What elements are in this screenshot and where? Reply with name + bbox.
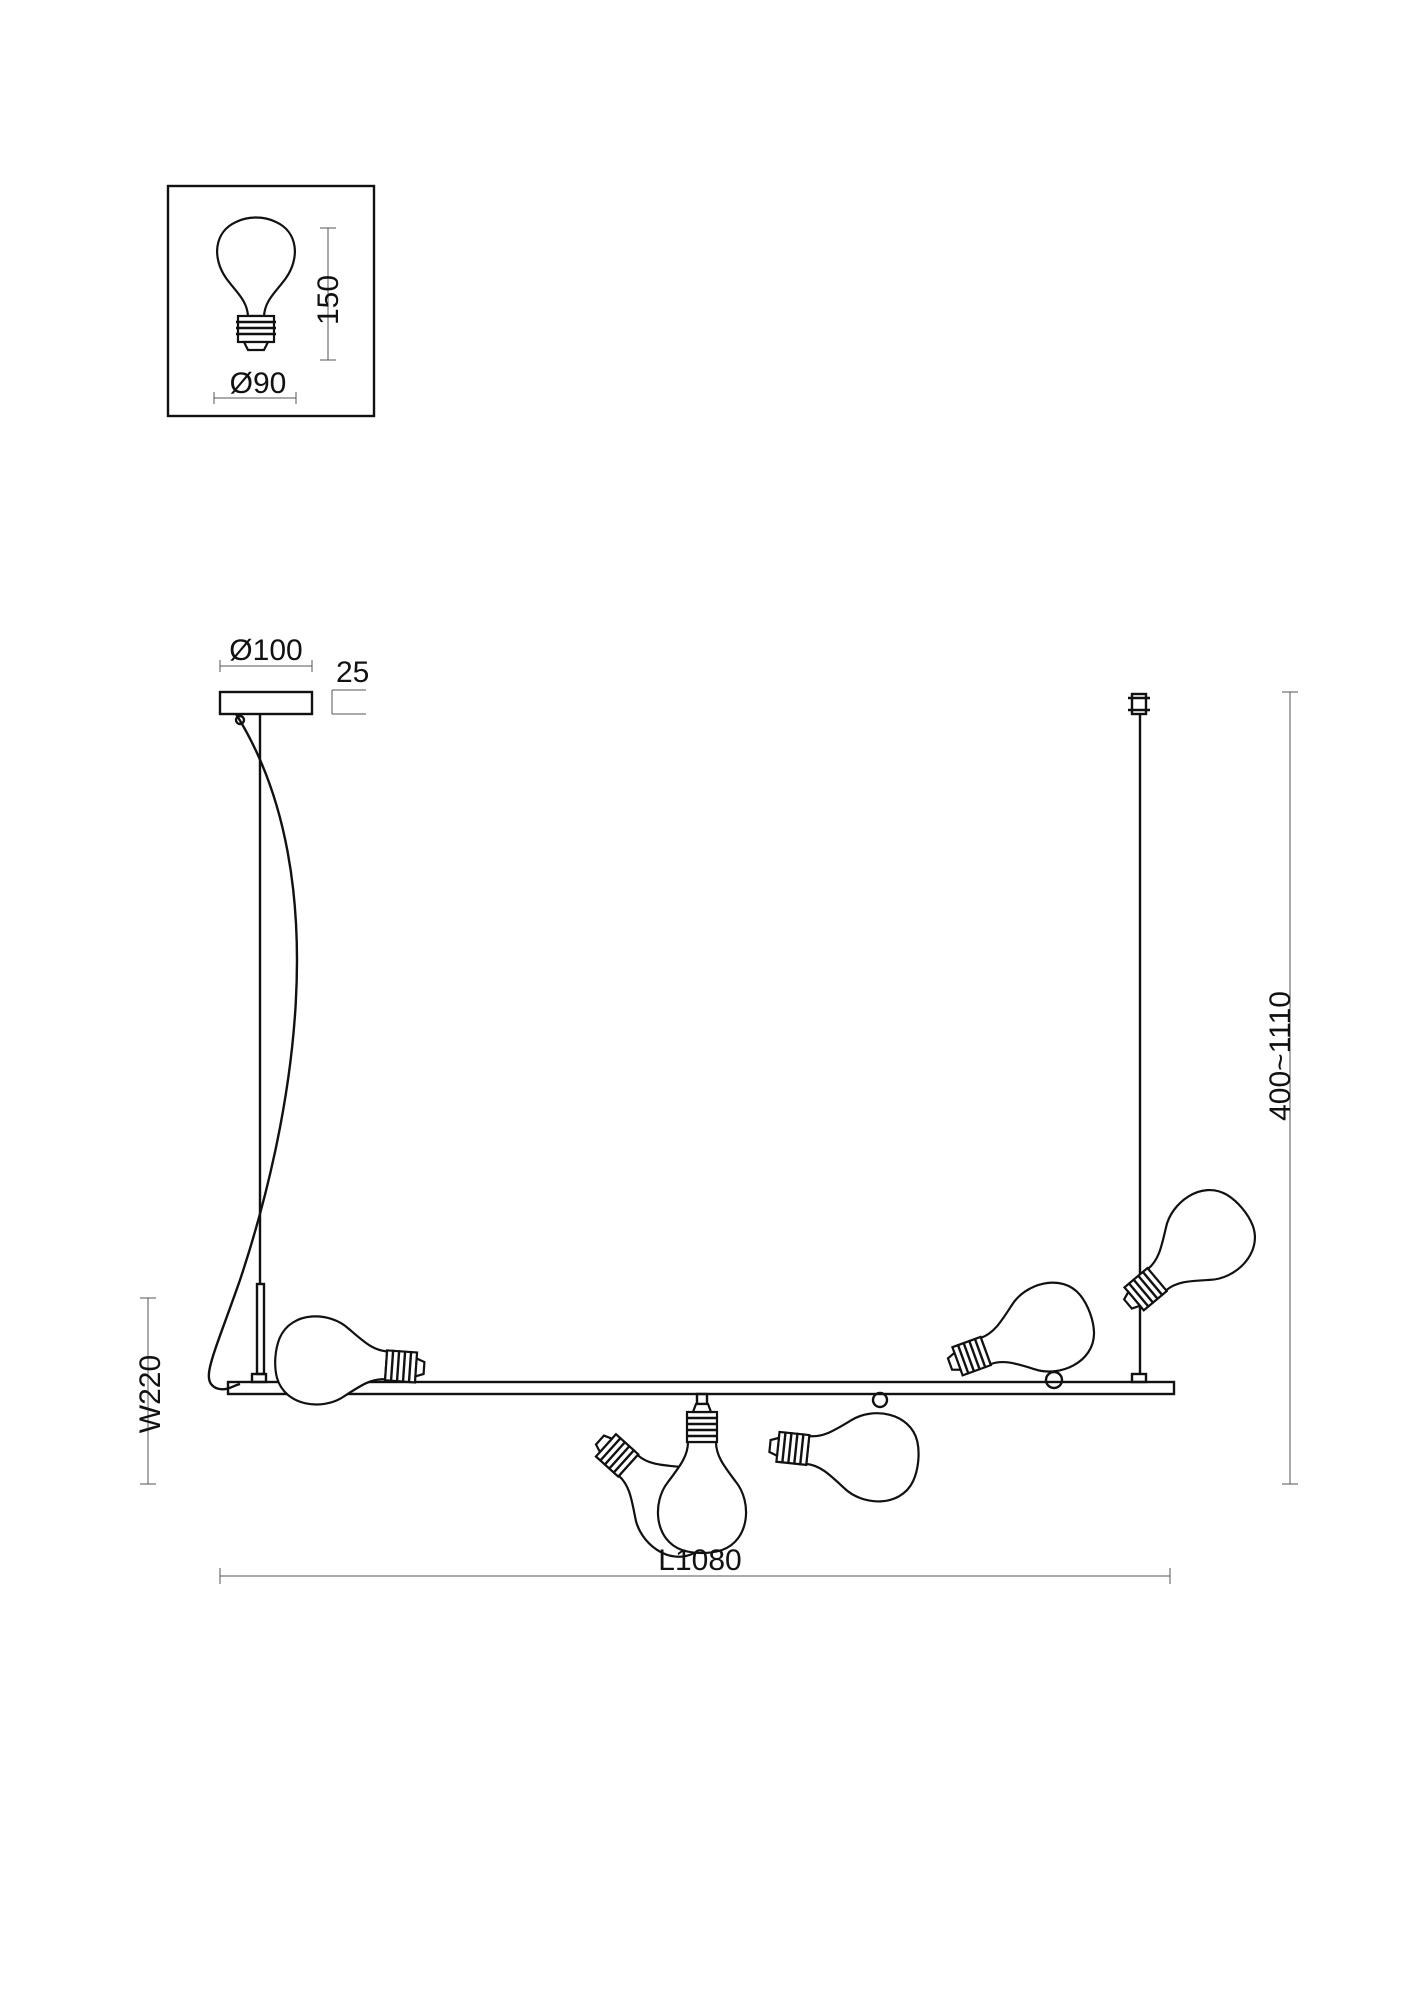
width-label: W220 — [134, 1355, 167, 1433]
height-dimension: 400~1110 — [1264, 691, 1298, 1485]
detail-bulb-icon — [216, 216, 296, 352]
bulb-3 — [764, 1400, 924, 1507]
width-dimension: W220 — [134, 1297, 167, 1485]
suspension-height-label: 400~1110 — [1264, 991, 1297, 1121]
bulb-height-label: 150 — [312, 275, 345, 325]
length-label: L1080 — [658, 1544, 741, 1577]
bulb-6-socket — [1044, 1370, 1064, 1390]
ceiling-canopy: Ø100 25 — [218, 634, 369, 716]
canopy-diameter-label: Ø100 — [229, 634, 302, 667]
bulb-diameter-label: Ø90 — [230, 367, 287, 400]
bulb-4 — [656, 1402, 748, 1555]
bulb-detail-box: 150 Ø90 — [166, 184, 376, 418]
bulb-5-socket — [871, 1391, 889, 1409]
suspension-wires — [207, 713, 1142, 1391]
bulb-1 — [271, 1312, 429, 1414]
bulb-5 — [933, 1270, 1107, 1407]
canopy-height-label: 25 — [336, 656, 369, 689]
power-cable — [207, 713, 299, 1391]
length-dimension: L1080 — [219, 1544, 1171, 1584]
detail-frame — [166, 184, 376, 418]
bulb-6 — [1098, 1173, 1272, 1339]
ceiling-clip — [1128, 692, 1150, 716]
